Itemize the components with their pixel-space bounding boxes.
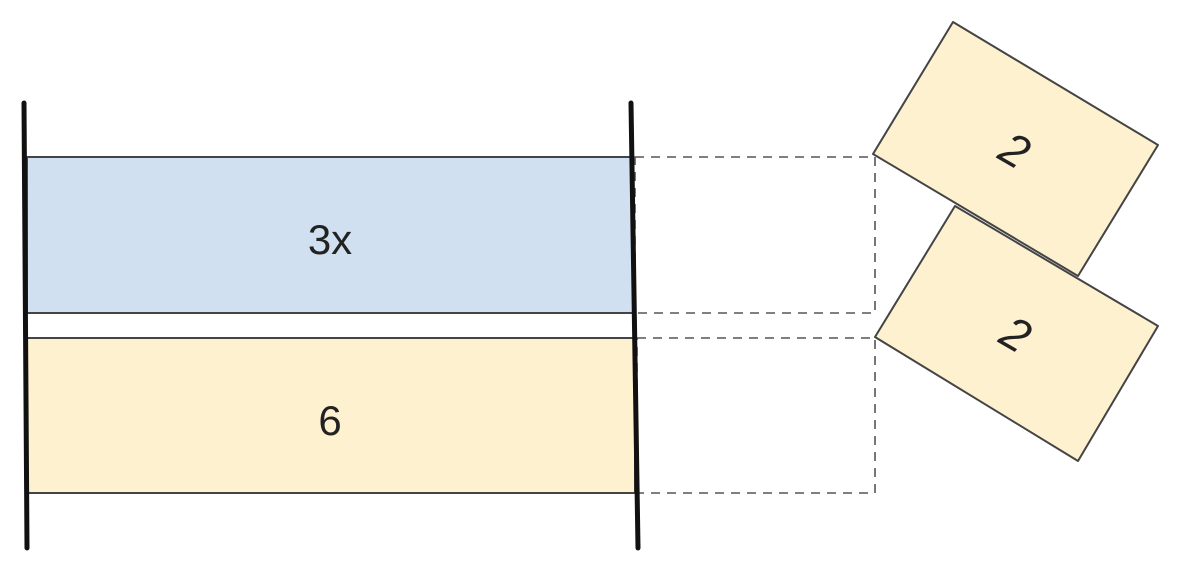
bar-6 bbox=[26, 337, 636, 494]
bar-3x bbox=[26, 156, 634, 314]
bar-6-label: 6 bbox=[318, 397, 341, 444]
dashed-extension-top bbox=[634, 156, 876, 314]
tilted-tile-lower bbox=[874, 205, 1159, 462]
left-boundary-line bbox=[21, 100, 30, 551]
right-boundary-line bbox=[628, 100, 641, 551]
dashed-extension-bottom bbox=[636, 337, 876, 494]
tilted-tile-upper bbox=[872, 21, 1159, 277]
bar-3x-label: 3x bbox=[308, 216, 352, 263]
